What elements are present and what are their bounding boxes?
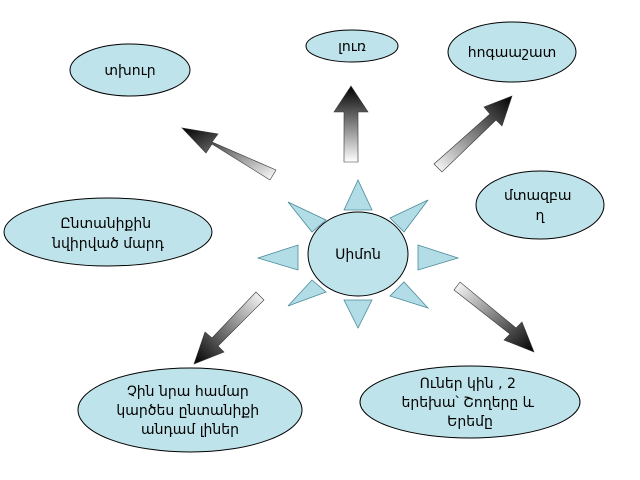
ellipse-right: [475, 170, 605, 240]
label-right: մտազբա ղ: [504, 188, 576, 224]
sun-rays: [256, 179, 460, 329]
arrow-upper-left: [181, 127, 277, 181]
center-label: Սիմոն: [335, 247, 381, 263]
arrow-lower-left: [193, 291, 265, 365]
ellipse-top-right: [447, 21, 577, 83]
arrow-up: [333, 85, 369, 163]
sun-ray-w: [256, 244, 299, 271]
sun-ray-se: [389, 281, 430, 309]
ellipse-top-left: [69, 43, 191, 97]
sun-ray-s: [343, 299, 373, 329]
ellipse-bottom-left: [77, 367, 303, 453]
label-bottom-left: Չին նրա համար կարծես ընտանիքի անդամ լինե…: [116, 384, 263, 438]
ellipse-left: [3, 197, 213, 267]
sun-ray-sw: [287, 279, 327, 307]
label-bottom-right: Ուներ կին , 2 երեխա՝ Շողերը և Երեմը: [402, 376, 539, 430]
ellipse-bottom-right: [359, 365, 581, 439]
label-top-right: հոգաաշատ: [468, 45, 556, 61]
sun-ray-n: [343, 179, 373, 211]
center-ellipse: [307, 211, 409, 297]
label-top: լուռ: [338, 39, 366, 55]
sun-ray-nw: [287, 201, 327, 233]
arrow-upper-right: [433, 95, 513, 173]
arrow-lower-right: [453, 281, 535, 353]
ellipse-top: [305, 29, 399, 63]
sun-ray-e: [417, 244, 460, 271]
label-top-left: տխուր: [104, 63, 155, 79]
sun-ray-ne: [389, 199, 429, 233]
label-left: Ընտանիքին նվիրված մարդ: [51, 216, 165, 252]
